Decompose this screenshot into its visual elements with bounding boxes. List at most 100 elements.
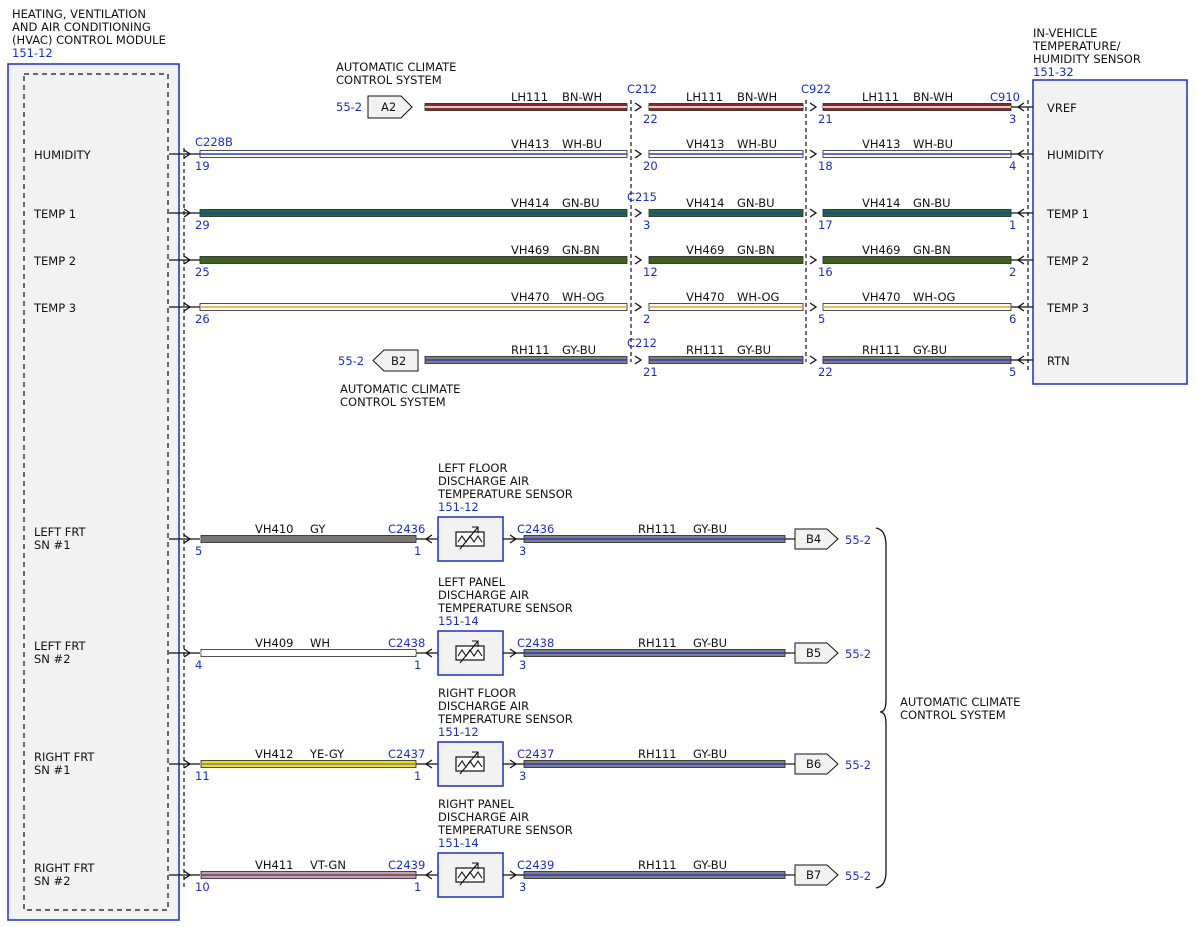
circuit-label: VH414	[686, 196, 724, 210]
return-circuit-label: RH111	[638, 858, 677, 872]
acs-mid-text-line-2: CONTROL SYSTEM	[340, 395, 446, 409]
acs-mid-tag-shape	[372, 349, 419, 372]
wire-segment	[648, 256, 804, 264]
circuit-label: RH111	[686, 343, 725, 357]
return-color-label: GY-BU	[693, 636, 727, 650]
hvac-pin-number: 4	[195, 658, 202, 672]
wire-color-label: WH-OG	[737, 290, 779, 304]
junction-arrow	[634, 355, 643, 365]
acs-mid-text-line-1: AUTOMATIC CLIMATE	[340, 382, 460, 396]
thermistor-icon	[455, 640, 485, 664]
junction-arrow	[634, 149, 643, 159]
sensor-connector-label: C2437	[388, 747, 425, 761]
hvac-module-box	[7, 63, 180, 921]
return-connector-label: C2437	[517, 747, 554, 761]
sensor-pin-number: 1	[414, 544, 421, 558]
hvac-connector-label: C228B	[195, 135, 233, 149]
wire-color-label: YE-GY	[309, 747, 345, 761]
sensor-ref: 151-12	[438, 500, 479, 514]
return-arrow	[509, 759, 518, 769]
hvac-pin-label-line-1: RIGHT FRT	[34, 861, 95, 875]
hvac-pin-label: HUMIDITY	[34, 148, 92, 162]
sensor-pin-number: 1	[414, 658, 421, 672]
sensor-pin-number: 4	[1009, 159, 1016, 173]
acs-reference-right: AUTOMATIC CLIMATE CONTROL SYSTEM	[875, 527, 1020, 889]
sensor-unit-box	[1032, 79, 1188, 385]
acs-top-tag: A2	[381, 100, 396, 114]
wire-segment	[822, 103, 1012, 111]
return-pin-number: 3	[519, 880, 526, 894]
wire-segment	[648, 209, 804, 217]
return-circuit-label: RH111	[638, 747, 677, 761]
sensor-pin-number: 1	[414, 880, 421, 894]
hvac-pin-arrow	[183, 870, 192, 880]
sensor-title-line-3: TEMPERATURE SENSOR	[437, 601, 573, 615]
hvac-pin-number: 11	[195, 769, 210, 783]
sensor-title-line-3: TEMPERATURE SENSOR	[437, 712, 573, 726]
return-wire	[523, 649, 786, 657]
sensor-pin-number: 1	[414, 769, 421, 783]
junction-pin-number: 20	[643, 159, 658, 173]
wire-segment	[648, 150, 804, 158]
circuit-label: VH469	[511, 243, 549, 257]
junction-arrow	[809, 102, 818, 112]
acs-tag-shape	[794, 642, 839, 664]
sensor-title-line-1: RIGHT FLOOR	[438, 686, 516, 700]
sensor-pin-number: 6	[1009, 312, 1016, 326]
hvac-pin-label: TEMP 3	[33, 301, 76, 315]
sensor-pin-label: VREF	[1047, 101, 1077, 115]
sensor-title-line-3: TEMPERATURE SENSOR	[437, 487, 573, 501]
wire-color-label: WH-BU	[562, 137, 602, 151]
junction-pin-number: 5	[818, 312, 825, 326]
circuit-label: VH470	[511, 290, 549, 304]
return-pin-number: 3	[519, 658, 526, 672]
wire-segment	[822, 356, 1012, 364]
sensor-unit-title-line-3: HUMIDITY SENSOR	[1033, 52, 1141, 66]
acs-mid-tag: B2	[391, 354, 406, 368]
wire-color-label: BN-WH	[737, 90, 777, 104]
wire-segment	[199, 303, 628, 311]
return-arrow	[509, 534, 518, 544]
sensor-pin-arrow	[424, 759, 433, 769]
circuit-label: VH410	[255, 522, 293, 536]
thermistor-icon	[455, 751, 485, 775]
acs-page: 55-2	[845, 758, 871, 772]
sensor-wire	[200, 649, 417, 657]
wire-segment	[648, 356, 804, 364]
hvac-pin-label: TEMP 2	[33, 254, 76, 268]
wire-segment	[199, 150, 628, 158]
wire-color-label: WH-BU	[913, 137, 953, 151]
sensor-ref: 151-14	[438, 614, 479, 628]
sensor-pin-number: 5	[1009, 365, 1016, 379]
sensor-wire	[200, 760, 417, 768]
junction-arrow	[809, 302, 818, 312]
wire-color-label: GN-BN	[562, 243, 600, 257]
wire-color-label: BN-WH	[913, 90, 953, 104]
return-circuit-label: RH111	[638, 636, 677, 650]
acs-right-text-line-1: AUTOMATIC CLIMATE	[900, 695, 1020, 709]
return-connector-label: C2436	[517, 522, 554, 536]
return-wire	[523, 760, 786, 768]
hvac-pin-number: 5	[195, 544, 202, 558]
hvac-pin-number: 26	[195, 312, 210, 326]
hvac-pin-arrow	[183, 302, 192, 312]
wire-segment	[648, 103, 804, 111]
junction-arrow	[809, 149, 818, 159]
acs-page: 55-2	[845, 869, 871, 883]
sensor-title-line-1: LEFT FLOOR	[438, 461, 507, 475]
hvac-pin-label: TEMP 1	[33, 207, 76, 221]
sensor-title-line-2: DISCHARGE AIR	[438, 810, 529, 824]
circuit-label: VH469	[862, 243, 900, 257]
sensor-title-line-1: RIGHT PANEL	[438, 797, 515, 811]
junction-pin-number: 16	[818, 265, 833, 279]
junction-pin-number: 17	[818, 218, 833, 232]
